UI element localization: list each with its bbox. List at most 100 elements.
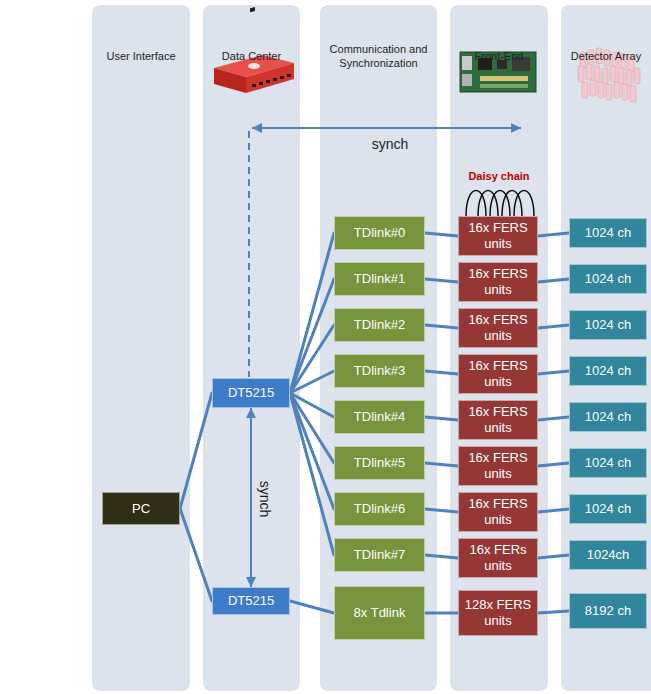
box-text: 16x FERS units bbox=[462, 358, 534, 389]
channel-box: 1024 ch bbox=[569, 356, 647, 386]
link-line bbox=[180, 393, 212, 509]
fers-box: 16x FERS units bbox=[458, 308, 538, 348]
channel-box: 1024 ch bbox=[569, 402, 647, 432]
box-text: TDlink#0 bbox=[354, 225, 405, 241]
fers-box: 16x FERS units bbox=[458, 492, 538, 532]
box-text: TDlink#3 bbox=[354, 363, 405, 379]
link-line bbox=[290, 279, 334, 393]
link-line bbox=[425, 417, 458, 420]
column-title: Communication and Synchronization bbox=[324, 43, 433, 71]
link-line bbox=[425, 509, 458, 512]
column-title: User Interface bbox=[106, 50, 175, 64]
column-band: Detector Array1024 ch1024 ch1024 ch1024 … bbox=[561, 5, 651, 691]
link-line bbox=[290, 325, 334, 393]
link-box: TDlink#3 bbox=[334, 354, 425, 388]
box-text: 1024 ch bbox=[585, 409, 631, 425]
link-line bbox=[425, 555, 458, 558]
fers-box: 16x FERS units bbox=[458, 262, 538, 302]
column-band: Data CenterDT5215DT5215 bbox=[203, 5, 300, 691]
box-text: TDlink#6 bbox=[354, 501, 405, 517]
daisy-chain-label: Daisy chain bbox=[468, 170, 529, 182]
fers-box: 16x FERS units bbox=[458, 446, 538, 486]
channel-box: 1024 ch bbox=[569, 264, 647, 294]
link-line bbox=[538, 555, 569, 558]
box-text: 1024 ch bbox=[585, 271, 631, 287]
channel-box: 1024 ch bbox=[569, 494, 647, 524]
link-line bbox=[290, 233, 334, 393]
channel-box: 1024 ch bbox=[569, 448, 647, 478]
link-line bbox=[538, 371, 569, 374]
link-box: 8x Tdlink bbox=[334, 586, 425, 640]
column-heading: Communication and Synchronization bbox=[320, 33, 437, 81]
box-text: 1024 ch bbox=[585, 455, 631, 471]
link-line bbox=[425, 371, 458, 374]
dashed-link bbox=[248, 131, 250, 377]
synch-label: synch bbox=[372, 136, 409, 152]
link-box: TDlink#2 bbox=[334, 308, 425, 342]
link-line bbox=[180, 509, 212, 602]
column-band: Front-End 16x FERS units 16x FERS units 16x… bbox=[450, 5, 548, 691]
link-box: TDlink#1 bbox=[334, 262, 425, 296]
fers-box: 16x FERS units bbox=[458, 216, 538, 256]
link-line bbox=[538, 463, 569, 466]
box-text: 1024 ch bbox=[585, 501, 631, 517]
box-text: 16x FERS units bbox=[462, 496, 534, 527]
link-box: TDlink#4 bbox=[334, 400, 425, 434]
link-line bbox=[538, 325, 569, 328]
channel-box: 1024 ch bbox=[569, 218, 647, 248]
pc-box: PC bbox=[102, 492, 180, 525]
link-line bbox=[290, 601, 334, 613]
link-line bbox=[290, 371, 334, 393]
front-end-board bbox=[460, 52, 536, 92]
digitizer-box: DT5215 bbox=[212, 587, 290, 615]
detector-array-picture bbox=[578, 48, 640, 102]
fers-box: 16x FERS units bbox=[458, 354, 538, 394]
box-text: 128x FERS units bbox=[462, 597, 534, 628]
link-line bbox=[425, 233, 458, 236]
box-text: TDlink#2 bbox=[354, 317, 405, 333]
channel-box: 1024ch bbox=[569, 540, 647, 570]
link-line bbox=[425, 325, 458, 328]
box-text: DT5215 bbox=[228, 593, 274, 609]
column-title: Front-End bbox=[475, 50, 524, 64]
box-text: 8x Tdlink bbox=[354, 605, 406, 621]
box-text: 1024 ch bbox=[585, 363, 631, 379]
box-text: 1024ch bbox=[587, 547, 630, 563]
fers-box: 128x FERS units bbox=[458, 590, 538, 636]
channel-box: 8192 ch bbox=[569, 593, 647, 629]
edge-label: synch bbox=[257, 478, 273, 519]
link-line bbox=[538, 611, 569, 613]
label-holder: Daisy chain bbox=[499, 172, 560, 190]
link-line bbox=[290, 393, 334, 509]
link-box: TDlink#5 bbox=[334, 446, 425, 480]
box-text: 1024 ch bbox=[585, 225, 631, 241]
box-text: PC bbox=[132, 501, 150, 517]
link-box: TDlink#7 bbox=[334, 538, 425, 572]
column-title: Data Center bbox=[222, 50, 281, 64]
box-text: 16x FERS units bbox=[462, 220, 534, 251]
box-text: 16x FERS units bbox=[462, 450, 534, 481]
link-line bbox=[290, 393, 334, 555]
synch-arrow bbox=[250, 408, 252, 587]
box-text: TDlink#4 bbox=[354, 409, 405, 425]
digitizer-box: DT5215 bbox=[212, 378, 290, 408]
box-text: TDlink#1 bbox=[354, 271, 405, 287]
box-text: 1024 ch bbox=[585, 317, 631, 333]
link-box: TDlink#0 bbox=[334, 216, 425, 250]
edge-label-holder: synch bbox=[265, 498, 306, 516]
fers-box: 16x FERS units bbox=[458, 400, 538, 440]
link-box: TDlink#6 bbox=[334, 492, 425, 526]
box-text: 16x FERs units bbox=[462, 542, 534, 573]
link-line bbox=[538, 279, 569, 282]
box-text: 16x FERS units bbox=[462, 266, 534, 297]
box-text: TDlink#7 bbox=[354, 547, 405, 563]
channel-box: 1024 ch bbox=[569, 310, 647, 340]
box-text: 16x FERS units bbox=[462, 404, 534, 435]
link-line bbox=[538, 417, 569, 420]
fers-box: 16x FERs units bbox=[458, 538, 538, 578]
link-line bbox=[538, 233, 569, 236]
link-line bbox=[425, 279, 458, 282]
daisy-chain-coils bbox=[466, 191, 534, 217]
link-line bbox=[425, 463, 458, 466]
